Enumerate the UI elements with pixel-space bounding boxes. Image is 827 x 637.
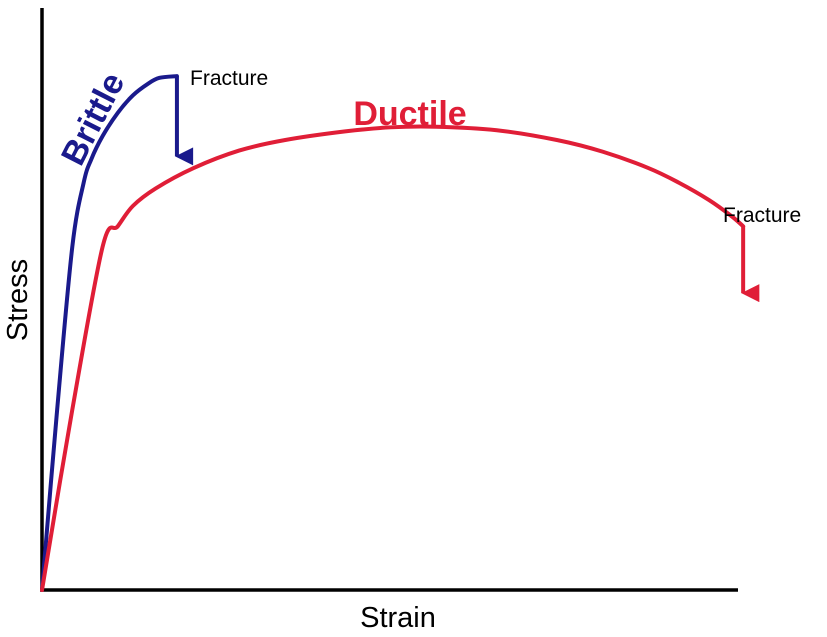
brittle-curve xyxy=(40,74,179,592)
y-axis-label: Stress xyxy=(2,259,34,341)
x-axis-label: Strain xyxy=(360,602,436,634)
ductile-curve xyxy=(40,124,746,592)
ductile-fracture-label: Fracture xyxy=(723,204,801,227)
brittle-fracture-label: Fracture xyxy=(190,67,268,90)
ductile-series-label: Ductile xyxy=(353,95,466,133)
brittle-series-label: Brittle xyxy=(54,67,132,172)
series-layer xyxy=(40,74,760,592)
